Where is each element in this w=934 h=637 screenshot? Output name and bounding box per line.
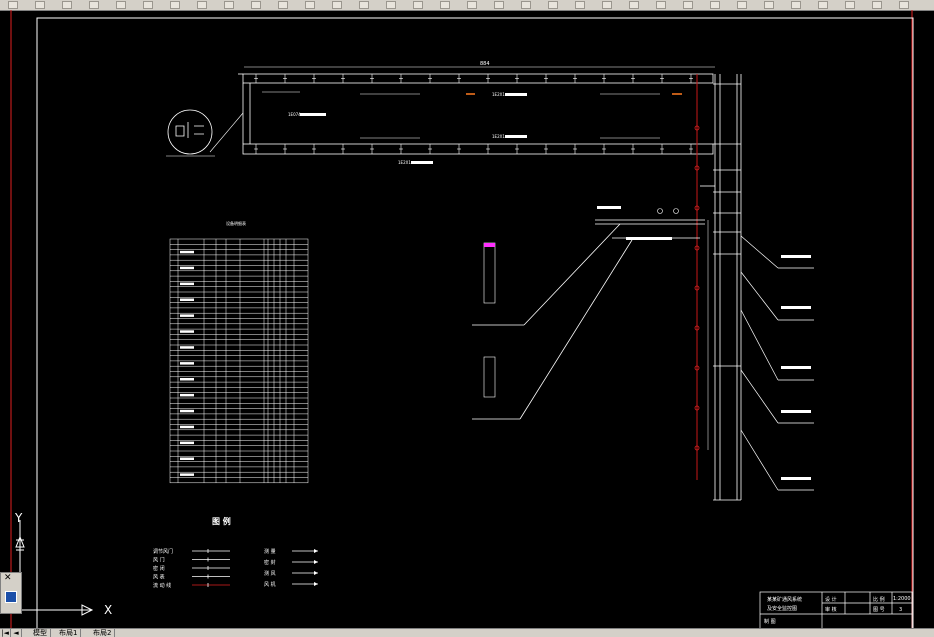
toolbar-button[interactable] [386,1,396,9]
title-name-line1: 某某矿通风系统 [767,596,802,603]
side-panel[interactable]: ✕ [0,572,22,614]
legend-left-label: 调节风门 [153,548,173,555]
tab-nav-first[interactable]: |◄ [0,629,11,637]
toolbar-button[interactable] [818,1,828,9]
svg-text:1E074: 1E074 [288,112,301,117]
legend-left-label: 风 表 [153,574,165,581]
legend-left-label: 密 闭 [153,565,165,572]
pipe-nodes [694,125,700,451]
toolbar-button[interactable] [764,1,774,9]
ucs-icon [15,520,94,616]
toolbar-button[interactable] [710,1,720,9]
scale-value: 1:2000 [893,596,911,602]
legend-right-label: 测 风 [264,570,276,577]
tab-layout2[interactable]: 布局2 [90,629,116,637]
toolbar-button[interactable] [251,1,261,9]
toolbar-button[interactable] [305,1,315,9]
toolbar-button[interactable] [494,1,504,9]
toolbar-button[interactable] [737,1,747,9]
checker-label: 审 核 [825,606,837,613]
sheet-label: 图 号 [873,607,885,613]
toolbar-button[interactable] [548,1,558,9]
branch-tunnel [472,219,705,420]
svg-text:1E2X1: 1E2X1 [492,92,505,97]
title-name-line2: 及安全监控图 [767,605,797,612]
drawing-frame [36,17,914,630]
toolbar-button[interactable] [602,1,612,9]
legend-right-label: 测 量 [264,548,276,555]
toolbar-button[interactable] [197,1,207,9]
legend-title: 图 例 [212,516,231,526]
toolbar-button[interactable] [656,1,666,9]
toolbar-button[interactable] [413,1,423,9]
toolbar-button[interactable] [89,1,99,9]
equipment-schedule [169,238,309,484]
vertical-shaft [700,74,742,501]
tunnel-ties [254,74,693,154]
tab-model[interactable]: 模型 [30,629,51,637]
toolbar-button[interactable] [170,1,180,9]
toolbar-button[interactable] [629,1,639,9]
legend-right-label: 密 封 [264,559,276,566]
svg-text:1E2X1: 1E2X1 [492,134,505,139]
close-icon[interactable]: ✕ [4,573,12,583]
title-block [759,591,913,630]
toolbar-button[interactable] [575,1,585,9]
tab-nav-prev[interactable]: ◄ [11,629,22,637]
ucs-x-label: X [104,603,112,617]
toolbar-button[interactable] [332,1,342,9]
toolbar-button[interactable] [143,1,153,9]
toolbar-button[interactable] [8,1,18,9]
detail-callout [167,109,213,155]
properties-icon[interactable] [5,591,17,603]
svg-text:884: 884 [480,61,490,67]
designer-label: 设 计 [825,596,837,603]
scale-label: 比 例 [873,596,885,603]
toolbar-button[interactable] [62,1,72,9]
toolbar-button[interactable] [683,1,693,9]
layout-tabs: |◄ ◄ 模型 布局1 布局2 [0,628,934,637]
main-tunnel [238,73,714,155]
toolbar-button[interactable] [440,1,450,9]
toolbar-button[interactable] [116,1,126,9]
toolbar-button[interactable] [278,1,288,9]
toolbar-button[interactable] [521,1,531,9]
callout-leaders [740,235,814,491]
schedule-title: 设备明细表 [226,220,246,226]
ucs-y-label: Y [14,511,23,525]
tab-layout1[interactable]: 布局1 [56,629,82,637]
toolbar-button[interactable] [224,1,234,9]
toolbar-button[interactable] [359,1,369,9]
legend-left-label: 流 动 线 [153,582,171,589]
svg-text:1E2X1: 1E2X1 [398,160,411,165]
toolbar-button[interactable] [35,1,45,9]
toolbar [0,0,934,11]
toolbar-button[interactable] [791,1,801,9]
toolbar-button[interactable] [845,1,855,9]
drawer-label: 制 图 [764,618,776,625]
legend-left-label: 风 门 [153,557,165,564]
toolbar-button[interactable] [467,1,477,9]
toolbar-button[interactable] [899,1,909,9]
toolbar-button[interactable] [872,1,882,9]
drawing-canvas[interactable]: 884 1E074 1E2X1 1E2X1 1E2X1 [0,10,934,630]
sheet-value: 3 [899,607,902,613]
legend-right-label: 风 机 [264,581,276,588]
